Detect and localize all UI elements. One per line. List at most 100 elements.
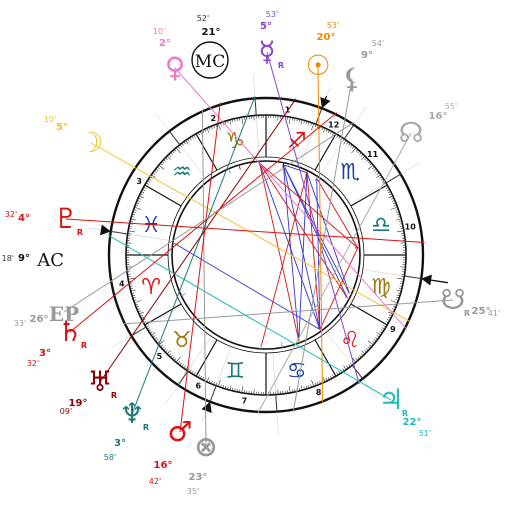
degree-tick xyxy=(166,155,171,160)
degree-tick xyxy=(303,120,305,124)
ep-icon: EP xyxy=(49,302,79,326)
cancer-sign-icon: ♋ xyxy=(287,359,307,384)
degree-tick xyxy=(395,299,399,301)
degree-tick xyxy=(179,362,182,366)
degree-tick xyxy=(132,211,136,213)
pisces-sign-icon: ♓ xyxy=(141,213,161,238)
mars-minutes: 42' xyxy=(149,477,161,486)
degree-tick xyxy=(148,329,152,332)
degree-tick xyxy=(364,157,367,161)
mc-pointer-line xyxy=(425,278,449,284)
degree-tick xyxy=(130,218,136,221)
venus-pointer-line xyxy=(174,67,407,330)
degree-tick xyxy=(300,385,303,391)
degree-tick xyxy=(137,310,141,313)
degree-tick xyxy=(215,124,218,128)
degree-tick xyxy=(138,311,144,315)
jupiter-degree: 22° xyxy=(403,417,422,428)
degree-tick xyxy=(357,150,360,154)
degree-tick xyxy=(138,195,144,199)
degree-tick xyxy=(147,180,150,183)
libra-sign-icon: ♎ xyxy=(371,213,391,238)
degree-tick xyxy=(208,126,211,130)
degree-tick xyxy=(308,121,310,125)
degree-tick xyxy=(137,308,141,310)
degree-tick xyxy=(211,126,213,130)
aspect-line-venus-uranus xyxy=(282,164,348,299)
house-cusp-extension xyxy=(154,113,206,178)
degree-tick xyxy=(183,141,186,145)
degree-tick xyxy=(173,149,177,152)
degree-tick xyxy=(234,118,236,122)
degree-tick xyxy=(308,385,310,389)
degree-tick xyxy=(400,227,404,230)
neptune-minutes: 58' xyxy=(104,453,116,462)
degree-tick xyxy=(234,388,236,392)
degree-tick xyxy=(332,374,335,378)
sign-divider xyxy=(144,184,182,207)
degree-tick xyxy=(133,299,137,301)
moon-icon: ☽ xyxy=(78,126,103,159)
degree-tick xyxy=(229,385,232,391)
degree-tick xyxy=(346,141,349,145)
aries-sign-icon: ♈ xyxy=(141,275,161,300)
degree-tick xyxy=(206,127,210,133)
degree-tick xyxy=(321,126,324,130)
degree-tick xyxy=(367,346,371,349)
degree-tick xyxy=(224,385,227,389)
pluto-pointer-line xyxy=(65,218,425,243)
degree-tick xyxy=(145,182,149,185)
degree-tick xyxy=(200,131,202,135)
degree-tick xyxy=(291,389,294,393)
ac-arrow-head xyxy=(320,96,331,109)
degree-tick xyxy=(390,300,398,304)
degree-tick xyxy=(336,372,339,376)
degree-tick xyxy=(395,209,399,211)
pluto-minutes: 32' xyxy=(5,210,17,219)
aspect-line-mercury-uranus xyxy=(282,164,321,330)
uranus-pointer-line xyxy=(99,98,297,383)
degree-tick xyxy=(294,388,296,393)
degree-tick xyxy=(372,166,375,170)
lilith-inner-tick xyxy=(280,342,283,348)
degree-tick xyxy=(361,350,366,355)
degree-tick xyxy=(131,292,135,294)
degree-tick xyxy=(213,381,215,385)
degree-tick xyxy=(355,358,359,361)
degree-tick xyxy=(314,124,317,128)
degree-tick xyxy=(386,319,390,321)
virgo-sign-icon: ♍ xyxy=(371,275,391,300)
ac-label: AC xyxy=(36,250,64,271)
taurus-sign-icon: ♉ xyxy=(172,328,192,353)
degree-tick xyxy=(294,117,296,122)
degree-tick xyxy=(391,308,395,310)
degree-tick xyxy=(360,154,364,157)
degree-tick xyxy=(193,134,196,138)
degree-tick xyxy=(132,297,136,299)
degree-tick xyxy=(177,146,181,149)
degree-tick xyxy=(399,223,403,225)
degree-tick xyxy=(185,140,189,145)
degree-tick xyxy=(152,172,156,175)
degree-tick xyxy=(310,384,312,388)
degree-tick xyxy=(325,129,328,132)
house-number-3: 3 xyxy=(136,177,142,186)
degree-tick xyxy=(376,172,380,175)
degree-tick xyxy=(327,376,330,380)
degree-tick xyxy=(396,211,400,213)
node-minutes: 55' xyxy=(445,102,457,111)
saturn-inner-tick xyxy=(305,170,309,176)
degree-tick xyxy=(187,138,190,142)
degree-tick xyxy=(143,186,147,189)
aspect-line-sun-saturn xyxy=(298,172,308,341)
degree-tick xyxy=(343,140,347,145)
degree-tick xyxy=(303,386,305,390)
moon-minutes: 10' xyxy=(44,115,56,124)
degree-tick xyxy=(359,152,362,156)
mars-inner-tick xyxy=(238,164,241,170)
degree-tick xyxy=(161,161,165,164)
degree-tick xyxy=(396,213,400,216)
uranus-icon: ♅ xyxy=(87,365,112,398)
degree-tick xyxy=(396,218,402,221)
mercury-retrograde-flag: R xyxy=(278,61,284,70)
